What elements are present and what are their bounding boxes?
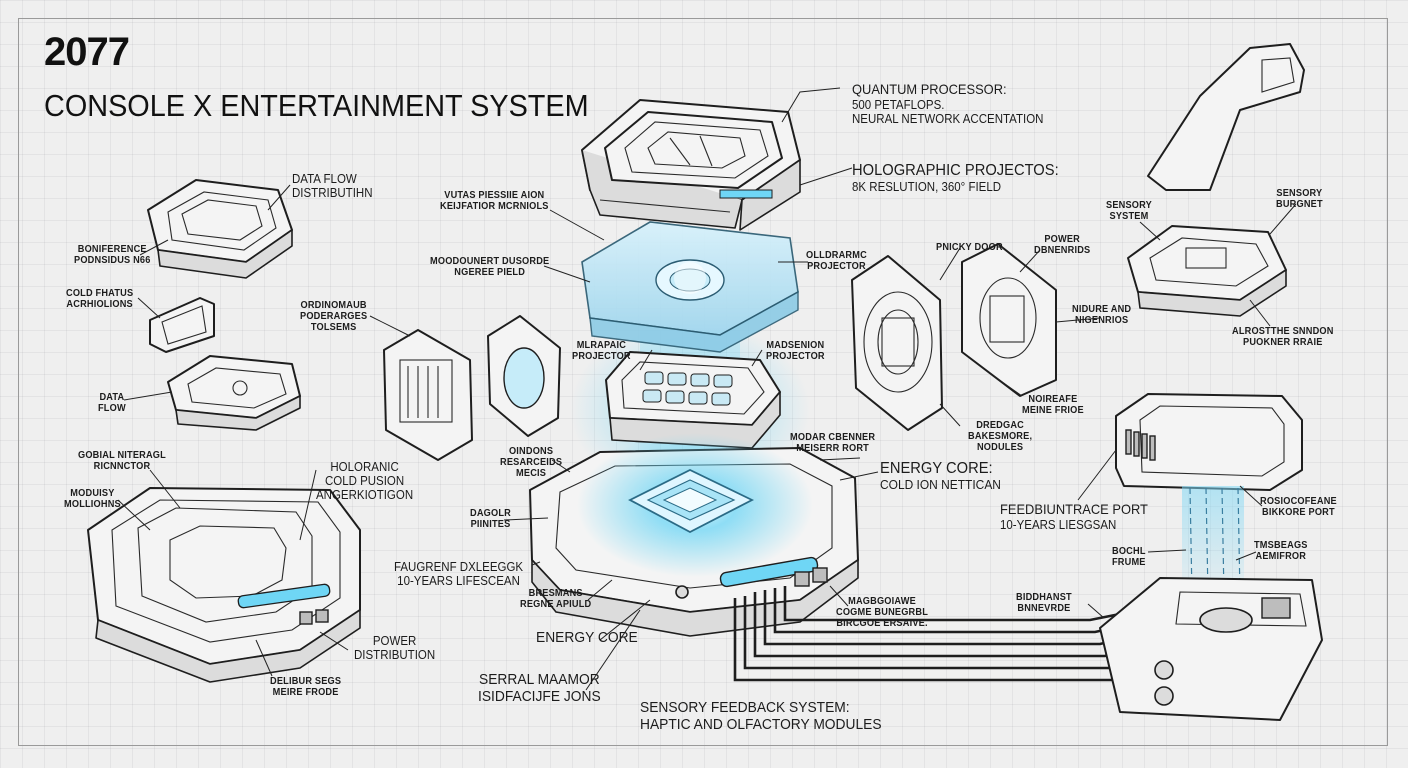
callout-energy-core-ion: ENERGY CORE:COLD ION NETTICAN (880, 460, 1001, 492)
title-system-name: CONSOLE X ENTERTAINMENT SYSTEM (44, 88, 589, 123)
cold-fhatus-bracket (149, 297, 215, 353)
quantum-processor-module (581, 99, 801, 231)
callout-holographic-projectos: HOLOGRAPHIC PROJECTOS:8K RESLUTION, 360°… (852, 162, 1059, 194)
left-console-cutaway (87, 487, 361, 683)
leader-lines (117, 87, 1297, 691)
haptic-module-device (1099, 577, 1323, 721)
callout-pnicky-door: PNICKY DOOR (936, 242, 1003, 253)
neural-chip-module (605, 351, 781, 449)
data-flow-tray (167, 355, 301, 431)
main-console-base (529, 433, 859, 637)
sensory-system-unit (1127, 225, 1287, 317)
pnicky-door-panel (961, 243, 1057, 397)
title-year: 2077 (44, 30, 130, 74)
callout-quantum-processor: QUANTUM PROCESSOR:500 PETAFLOPS.NEURAL N… (852, 81, 1044, 126)
data-flow-module (147, 179, 293, 279)
feedback-interface-unit (1115, 393, 1303, 491)
callout-energy-core: ENERGY CORE (536, 629, 638, 646)
projector-panel-large (851, 255, 943, 431)
holographic-glass-plate (581, 221, 799, 353)
headset-arm (1147, 43, 1305, 191)
drawing-frame (18, 18, 1388, 746)
fan-unit-left (383, 329, 473, 461)
callout-sensory-feedback-system: SENSORY FEEDBACK SYSTEM:HAPTIC AND OLFAC… (640, 699, 882, 733)
fan-unit-glass (487, 315, 561, 437)
